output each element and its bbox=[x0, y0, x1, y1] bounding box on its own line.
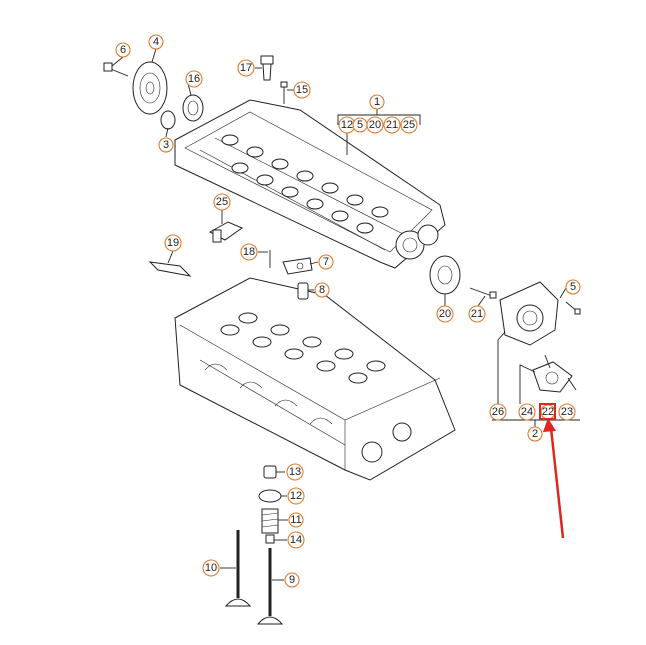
callouts: 6 4 16 3 17 15 1 12 5 20 21 25 25 19 18 … bbox=[115, 34, 581, 588]
callout-1-top: 1 bbox=[369, 94, 385, 110]
svg-text:18: 18 bbox=[243, 246, 255, 258]
svg-text:24: 24 bbox=[521, 406, 533, 418]
callout-15: 15 bbox=[293, 81, 311, 99]
callout-19: 19 bbox=[164, 234, 182, 252]
camshaft-lobes bbox=[221, 134, 389, 234]
svg-text:7: 7 bbox=[323, 256, 329, 268]
callout-3: 3 bbox=[158, 137, 174, 153]
svg-text:3: 3 bbox=[163, 139, 169, 151]
gear-bolt bbox=[469, 287, 497, 299]
svg-text:15: 15 bbox=[296, 84, 308, 96]
svg-text:20: 20 bbox=[369, 119, 381, 131]
camshaft-sprocket bbox=[132, 61, 168, 115]
rocker-arm bbox=[282, 257, 313, 275]
svg-text:14: 14 bbox=[290, 534, 302, 546]
oil-seal bbox=[182, 94, 204, 122]
highlight-marker bbox=[539, 403, 565, 539]
svg-text:2: 2 bbox=[532, 428, 538, 440]
svg-text:1: 1 bbox=[374, 96, 380, 108]
svg-text:19: 19 bbox=[167, 237, 179, 249]
svg-text:5: 5 bbox=[570, 281, 576, 293]
callout-9: 9 bbox=[284, 572, 300, 588]
svg-text:26: 26 bbox=[492, 406, 504, 418]
callout-5: 5 bbox=[565, 279, 581, 295]
svg-text:12: 12 bbox=[290, 490, 302, 502]
flange-bolts bbox=[544, 354, 577, 391]
svg-text:17: 17 bbox=[240, 62, 252, 74]
svg-text:21: 21 bbox=[471, 308, 483, 320]
callout-8: 8 bbox=[314, 282, 330, 298]
callout-2: 2 bbox=[527, 426, 543, 442]
svg-text:20: 20 bbox=[439, 308, 451, 320]
o-ring bbox=[160, 110, 176, 130]
valve-spring bbox=[261, 508, 279, 534]
callout-7: 7 bbox=[318, 254, 334, 270]
callout-13: 13 bbox=[286, 463, 304, 481]
svg-text:6: 6 bbox=[120, 44, 126, 56]
callout-18: 18 bbox=[240, 243, 258, 261]
svg-text:12: 12 bbox=[341, 119, 353, 131]
sprocket-bolt bbox=[103, 62, 129, 77]
svg-text:11: 11 bbox=[290, 514, 301, 526]
svg-text:9: 9 bbox=[289, 574, 295, 586]
callout-12: 12 bbox=[287, 487, 305, 505]
svg-text:21: 21 bbox=[386, 119, 398, 131]
svg-text:25: 25 bbox=[403, 119, 415, 131]
callout-12-group: 12 bbox=[338, 116, 356, 134]
svg-text:23: 23 bbox=[561, 406, 573, 418]
svg-text:4: 4 bbox=[153, 36, 159, 48]
camshaft-sensor bbox=[208, 221, 244, 243]
callout-25-group: 25 bbox=[400, 116, 418, 134]
callout-20: 20 bbox=[436, 305, 454, 323]
callout-24: 24 bbox=[518, 403, 536, 421]
svg-text:10: 10 bbox=[205, 562, 217, 574]
hydraulic-lifter bbox=[297, 282, 309, 300]
svg-text:16: 16 bbox=[188, 73, 200, 85]
cylinder-head bbox=[174, 277, 456, 481]
callout-17: 17 bbox=[237, 59, 255, 77]
callout-21: 21 bbox=[468, 305, 486, 323]
intake-valve bbox=[224, 530, 252, 607]
svg-text:22: 22 bbox=[542, 406, 554, 418]
callout-14: 14 bbox=[287, 531, 305, 549]
exhaust-ports bbox=[204, 363, 333, 425]
callout-26: 26 bbox=[489, 403, 507, 421]
leader-lines bbox=[111, 48, 580, 581]
svg-text:8: 8 bbox=[319, 284, 325, 296]
callout-5-group: 5 bbox=[352, 117, 368, 133]
svg-text:25: 25 bbox=[216, 196, 228, 208]
callout-10: 10 bbox=[202, 559, 220, 577]
exhaust-valve bbox=[256, 548, 284, 625]
flange-gasket bbox=[532, 361, 573, 393]
callout-6: 6 bbox=[115, 42, 131, 58]
callout-25: 25 bbox=[213, 193, 231, 211]
callout-20-group: 20 bbox=[366, 116, 384, 134]
small-bolt-15 bbox=[280, 81, 288, 104]
svg-text:5: 5 bbox=[357, 119, 363, 131]
intermediate-gear bbox=[429, 255, 461, 295]
callout-22: 22 bbox=[540, 404, 556, 420]
camshaft-housing bbox=[174, 99, 446, 269]
valve-ports bbox=[220, 312, 386, 384]
callout-23: 23 bbox=[558, 403, 576, 421]
svg-text:13: 13 bbox=[289, 466, 301, 478]
callout-21-group: 21 bbox=[383, 116, 401, 134]
valve-seat bbox=[265, 534, 275, 544]
pump-bolt-5 bbox=[565, 301, 581, 315]
spring-retainer bbox=[258, 489, 282, 503]
vacuum-pump-housing bbox=[499, 281, 559, 346]
callout-16: 16 bbox=[185, 70, 203, 88]
callout-11: 11 bbox=[288, 512, 304, 528]
callout-4: 4 bbox=[148, 34, 164, 50]
sealant-tube bbox=[148, 261, 192, 277]
valve-stem-seal bbox=[263, 465, 277, 479]
oil-filler-plug bbox=[260, 55, 274, 81]
